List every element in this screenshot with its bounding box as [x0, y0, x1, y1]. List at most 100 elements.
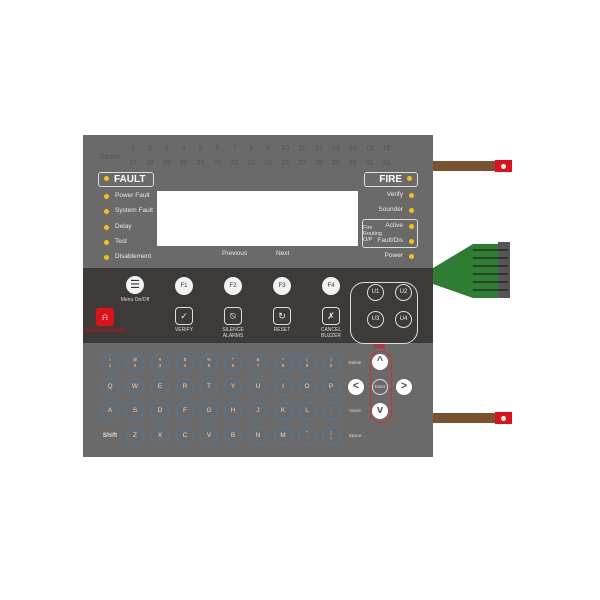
- key-h[interactable]: H: [224, 402, 242, 420]
- u1-button[interactable]: U1: [367, 284, 384, 301]
- key-char: 9: [305, 363, 309, 368]
- fault-dis-label: Fault/Dis: [377, 237, 403, 244]
- key-char: ^: [231, 357, 235, 362]
- fault-led: [104, 176, 109, 181]
- key-n[interactable]: N: [249, 427, 267, 445]
- zone-number: 18: [145, 160, 154, 167]
- key-char: 3: [158, 363, 162, 368]
- f1-button[interactable]: F1: [175, 277, 193, 295]
- key-j[interactable]: J: [249, 402, 267, 420]
- key-\[interactable]: |\: [322, 427, 340, 445]
- key-2[interactable]: @2: [126, 354, 144, 372]
- key-9[interactable]: (9: [298, 354, 316, 372]
- key-d[interactable]: D: [151, 402, 169, 420]
- key-char: (: [306, 357, 308, 362]
- key-y[interactable]: Y: [224, 378, 242, 396]
- fault-item-label: Test: [115, 237, 127, 245]
- insert-key[interactable]: Insert: [349, 408, 361, 413]
- key-5[interactable]: %5: [200, 354, 218, 372]
- key-char: ;: [330, 411, 332, 416]
- right-arrow-button[interactable]: >: [396, 379, 412, 395]
- key-w[interactable]: W: [126, 378, 144, 396]
- key-k[interactable]: K: [274, 402, 292, 420]
- left-arrow-button[interactable]: <: [348, 379, 364, 395]
- key-char: ): [330, 357, 332, 362]
- u2-button[interactable]: U2: [395, 284, 412, 301]
- key-6[interactable]: ^6: [224, 354, 242, 372]
- key-m[interactable]: M: [274, 427, 292, 445]
- key-b[interactable]: B: [224, 427, 242, 445]
- power-led: [409, 254, 414, 259]
- down-arrow-button[interactable]: v: [372, 403, 388, 419]
- key-char: 0: [329, 363, 333, 368]
- zone-number: 8: [249, 145, 254, 152]
- key-p[interactable]: P: [322, 378, 340, 396]
- space-key[interactable]: Space: [348, 433, 362, 438]
- zone-number: 6: [215, 145, 220, 152]
- key-e[interactable]: E: [151, 378, 169, 396]
- key-char: :: [330, 405, 332, 410]
- tail-end-bottom: [495, 412, 512, 424]
- key-char: 6: [231, 363, 235, 368]
- fire-title: FIRE: [379, 174, 402, 185]
- key-f[interactable]: F: [176, 402, 194, 420]
- key-i[interactable]: I: [274, 378, 292, 396]
- u4-button[interactable]: U4: [395, 311, 412, 328]
- f2-button[interactable]: F2: [224, 277, 242, 295]
- key-char: 8: [281, 363, 285, 368]
- connector-tail-bottom: [433, 413, 495, 423]
- key-s[interactable]: S: [126, 402, 144, 420]
- function-action-label: VERIFY: [174, 327, 194, 333]
- key-g[interactable]: G: [200, 402, 218, 420]
- key-char: 5: [207, 363, 211, 368]
- f3-button[interactable]: F3: [273, 277, 291, 295]
- fault-item-label: Delay: [115, 222, 132, 230]
- key-char: ": [306, 430, 308, 435]
- zone-number: 30: [348, 160, 357, 167]
- key-v[interactable]: V: [200, 427, 218, 445]
- zone-number: 23: [230, 160, 239, 167]
- u3-button[interactable]: U3: [367, 311, 384, 328]
- key-;[interactable]: :;: [322, 402, 340, 420]
- key-char: &: [256, 357, 260, 362]
- f4-button[interactable]: F4: [322, 277, 340, 295]
- user-keys-cluster: [350, 282, 418, 344]
- verify-button[interactable]: ✓: [175, 307, 193, 325]
- key-q[interactable]: Q: [101, 378, 119, 396]
- key-0[interactable]: )0: [322, 354, 340, 372]
- key-c[interactable]: C: [176, 427, 194, 445]
- up-arrow-button[interactable]: ^: [372, 354, 388, 370]
- delete-key[interactable]: Delete: [348, 360, 362, 365]
- key-l[interactable]: L: [298, 402, 316, 420]
- key-char: 2: [133, 363, 137, 368]
- key-4[interactable]: $4: [176, 354, 194, 372]
- menu-button[interactable]: ☰: [126, 276, 144, 294]
- reset-button[interactable]: ↻: [273, 307, 291, 325]
- key-a[interactable]: A: [101, 402, 119, 420]
- enter-button[interactable]: Enter: [372, 379, 388, 395]
- key-u[interactable]: U: [249, 378, 267, 396]
- active-led: [409, 224, 414, 229]
- key-z[interactable]: Z: [126, 427, 144, 445]
- fault-dis-led: [409, 239, 414, 244]
- sound-alarms-button[interactable]: ⍾: [96, 308, 114, 326]
- cancel-buzzer-button[interactable]: ✗: [322, 307, 340, 325]
- key-t[interactable]: T: [200, 378, 218, 396]
- zone-number: 11: [298, 145, 306, 152]
- key-o[interactable]: O: [298, 378, 316, 396]
- key-r[interactable]: R: [176, 378, 194, 396]
- silence-alarms-button[interactable]: ⍉: [224, 307, 242, 325]
- key-3[interactable]: #3: [151, 354, 169, 372]
- sounder-led: [409, 208, 414, 213]
- key-8[interactable]: *8: [274, 354, 292, 372]
- key-shift[interactable]: Shift: [102, 432, 118, 439]
- fault-item-led: [104, 224, 109, 230]
- key-'[interactable]: "': [298, 427, 316, 445]
- fire-header: FIRE: [364, 172, 418, 187]
- key-x[interactable]: X: [151, 427, 169, 445]
- key-1[interactable]: !1: [101, 354, 119, 372]
- key-char: !: [109, 357, 111, 362]
- zone-number: 15: [365, 145, 374, 152]
- key-7[interactable]: &7: [249, 354, 267, 372]
- zone-number: 31: [365, 160, 374, 167]
